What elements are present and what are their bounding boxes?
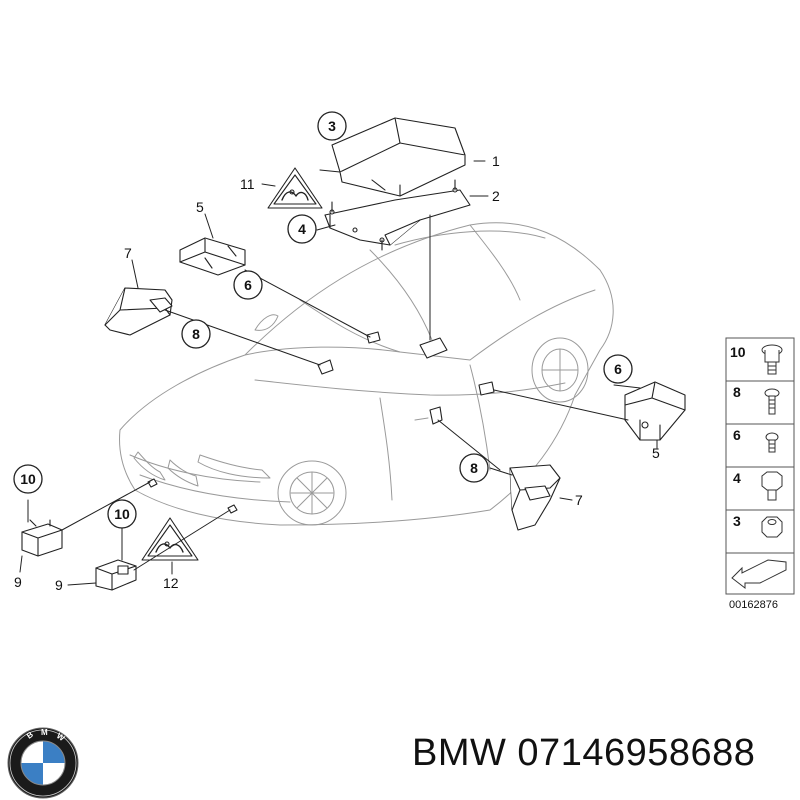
bmw-logo-icon: B M W	[7, 727, 79, 799]
sensor-5-right	[624, 381, 686, 441]
hex-nut-icon	[761, 516, 783, 538]
callout-2: 2	[492, 188, 500, 204]
screw-icon	[764, 388, 780, 415]
callout-9-upper: 9	[14, 574, 22, 590]
warning-label-12	[141, 517, 199, 561]
callout-7-right: 7	[575, 492, 583, 508]
small-screw-icon	[765, 432, 779, 453]
callout-3: 3	[328, 118, 336, 134]
callout-6-right: 6	[614, 361, 622, 377]
sensor-7-right	[509, 464, 561, 531]
sensor-7-top	[104, 287, 173, 336]
sensor-on-car	[147, 331, 495, 514]
svg-text:W: W	[55, 731, 67, 743]
parts-legend	[725, 337, 795, 595]
svg-text:M: M	[41, 728, 48, 737]
callout-5-top: 5	[196, 199, 204, 215]
callout-11: 11	[240, 176, 255, 192]
circled-callout-frames	[13, 111, 633, 529]
callout-8-right: 8	[470, 460, 478, 476]
legend-num-6: 6	[733, 427, 741, 443]
warning-label-11	[267, 167, 323, 209]
svg-text:B: B	[25, 730, 35, 741]
car-outline	[119, 222, 614, 526]
legend-num-10: 10	[730, 344, 746, 360]
callout-1: 1	[492, 153, 500, 169]
callout-8-top: 8	[192, 326, 200, 342]
legend-num-3: 3	[733, 513, 741, 529]
mounting-bracket	[324, 179, 471, 251]
sensor-9-lower	[95, 559, 137, 591]
sensor-5-top	[179, 237, 246, 276]
callout-7-top: 7	[124, 245, 132, 261]
callout-6-top: 6	[244, 277, 252, 293]
callout-10-lower: 10	[114, 506, 130, 522]
callout-9-lower: 9	[55, 577, 63, 593]
callout-5-right: 5	[652, 445, 660, 461]
callout-4: 4	[298, 221, 306, 237]
arrow-cut-icon	[731, 559, 787, 590]
legend-num-8: 8	[733, 384, 741, 400]
figure-code: 00162876	[729, 599, 778, 611]
sensor-9-upper	[21, 519, 63, 557]
legend-num-4: 4	[733, 470, 741, 486]
hex-bolt-icon	[761, 471, 783, 501]
callout-12: 12	[163, 575, 179, 591]
part-number-caption: BMW 07146958688	[412, 732, 756, 774]
bolt-flange-icon	[761, 344, 783, 375]
control-unit	[319, 117, 466, 197]
callout-10-upper: 10	[20, 471, 36, 487]
